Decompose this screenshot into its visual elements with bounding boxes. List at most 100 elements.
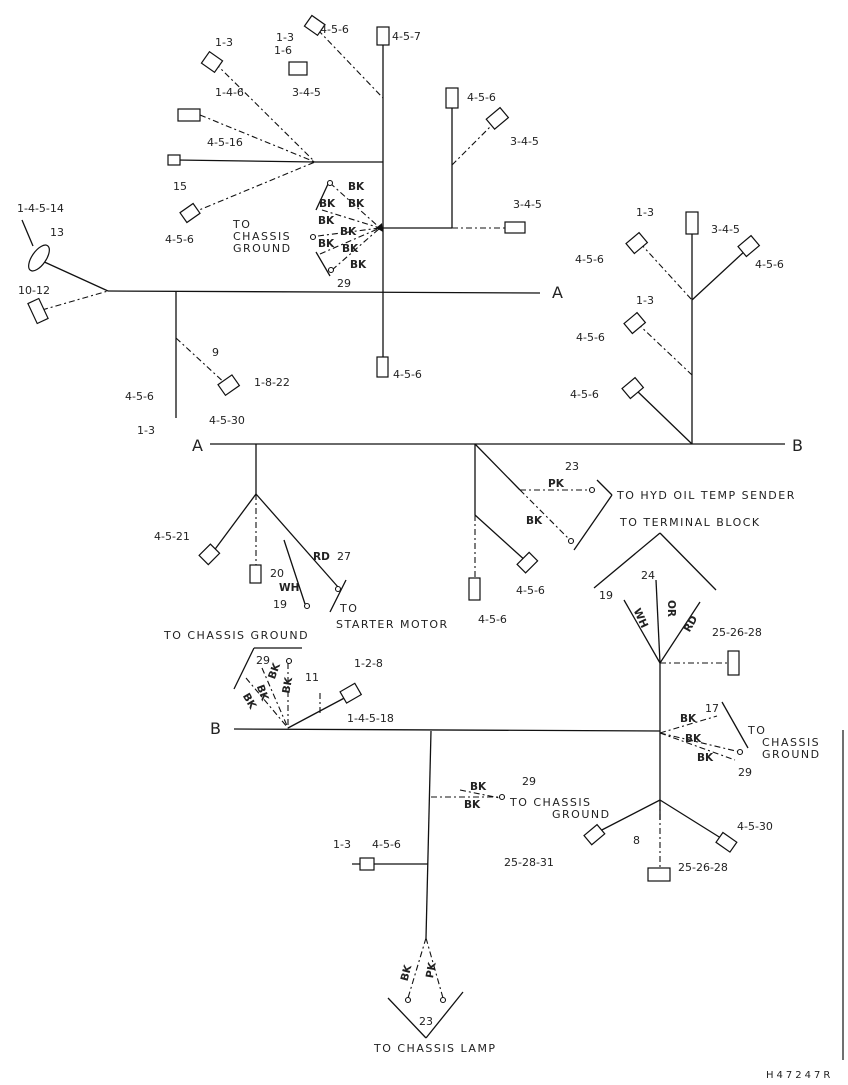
branch-to-1-3-b [317,29,384,99]
branch-to-1-3-d [639,242,693,301]
wire-bk-hyd: BK [526,515,543,527]
terminal-hyd-bk-icon [567,537,575,545]
wire-bk-5: BK [340,226,357,238]
wire-bk-lower-3: BK [266,661,283,681]
wire-pk-lamp: PK [424,961,439,980]
wire-bk-mid-1: BK [470,781,487,793]
label-4-5-30-b: 4-5-30 [737,820,773,833]
terminal-29-b-icon [285,657,293,665]
label-4-5-6-d: 4-5-6 [393,368,422,381]
wire-bk-mid-2: BK [464,799,481,811]
label-10-12: 10-12 [18,284,50,297]
label-29-d: 29 [738,766,752,779]
label-4-5-6-g: 4-5-6 [755,258,784,271]
branch-to-4-5-16 [199,114,316,163]
connector-1-3-top-icon [200,50,224,74]
branch-to-1-3-top [214,62,316,163]
label-1-3-top: 1-3 [215,36,233,49]
svg-text:TO: TO [339,602,358,615]
branch-to-4-5-6-g [691,249,747,301]
label-11: 11 [305,671,319,684]
connector-1-2-8-icon [339,682,363,704]
connector-4-5-16-icon [177,108,201,122]
marker-a-upper: A [552,283,563,302]
wire-rd-2: RD [682,613,701,634]
label-1-3-e: 1-3 [636,294,654,307]
connector-4-5-7-icon [376,26,390,46]
label-1-4-5-18: 1-4-5-18 [347,712,394,725]
label-4-5-6-c: 4-5-6 [467,91,496,104]
starter-cluster: 4-5-21 20 27 19 RD WH TO STARTER MOTOR T… [154,444,447,642]
wire-or-1: OR [665,600,677,617]
terminal-29-d-icon [736,748,744,756]
connector-4-5-30-b-icon [715,831,738,853]
trunk-a-upper [107,290,541,294]
connector-1-3-d-icon [625,231,649,255]
branch-to-4-5-21 [209,493,257,557]
branch-to-27 [255,493,339,588]
svg-text:GROUND: GROUND [552,808,611,821]
terminal-lamp-2-icon [439,996,447,1004]
terminal-19-a-icon [303,602,311,610]
terminal-block-cluster: TO TERMINAL BLOCK 24 19 WH OR RD 25-26-2… [593,516,762,820]
connector-10-12-icon [27,297,49,325]
terminal-27-icon [334,585,342,593]
lower-right-cluster: 17 BK BK BK 29 TO CHASSIS GROUND [659,701,820,779]
dest-chassis-lamp: TO CHASSIS LAMP [373,1042,497,1055]
connector-1-3-f-icon [359,857,375,871]
branch-to-3-4-5-b [451,119,498,166]
label-4-5-21: 4-5-21 [154,530,190,543]
marker-b-left: B [210,719,221,738]
terminal-block-left [593,532,661,589]
wire-bk-7: BK [342,243,359,255]
lower-ground-wire-2 [261,667,289,729]
label-1-3-b: 1-3 [276,31,294,44]
connector-4-5-6-left-icon [179,202,201,224]
label-1-2-8: 1-2-8 [354,657,383,670]
label-15: 15 [173,180,187,193]
label-4-5-6-l: 4-5-6 [372,838,401,851]
branch-rd [659,601,701,664]
terminal-block-right [659,532,717,591]
svg-text:CHASSIS: CHASSIS [762,736,820,749]
label-23-a: 23 [565,460,579,473]
label-20: 20 [270,567,284,580]
connector-1-3-b-icon [303,14,326,37]
dest-chassis-ground-mid: TO CHASSIS GROUND [509,796,611,821]
wire-wh-2: WH [631,607,650,631]
label-4-5-6-left: 4-5-6 [165,233,194,246]
terminal-29-c-icon [498,793,506,801]
connector-3-4-5-b-icon [485,106,510,130]
terminal-23-a-icon [588,486,596,494]
top-left-cluster: 1-4-5-14 13 10-12 1-3 1-4-6 4-5-16 15 4-… [17,36,383,325]
connector-4-5-6-k-icon [516,551,539,574]
branch-to-1-2-8 [287,694,351,729]
wire-bk-lower-4: BK [280,676,295,695]
label-25-26-28-b: 25-26-28 [678,861,728,874]
label-1-3-f: 1-3 [333,838,351,851]
branch-to-15 [175,159,316,163]
branch-to-25-28-31 [595,799,661,834]
label-25-26-28-a: 25-26-28 [712,626,762,639]
label-1-3-c: 1-3 [137,424,155,437]
lamp-bracket-left [387,997,427,1039]
connector-25-26-28-a-icon [727,650,740,676]
right-ground-bracket [721,701,749,749]
lamp-wire-bk [407,937,427,999]
label-29-c: 29 [522,775,536,788]
label-4-5-16: 4-5-16 [207,136,243,149]
label-4-5-30-a: 4-5-30 [209,414,245,427]
connector-4-5-6-c-icon [445,87,459,109]
wire-bk-4: BK [318,215,335,227]
label-4-5-7: 4-5-7 [392,30,421,43]
wire-bk-lower-2: BK [254,683,271,703]
wire-bk-2: BK [319,198,336,210]
connector-13-icon [21,219,50,272]
connector-4-5-6-d-icon [376,356,389,378]
label-3-4-5-d: 3-4-5 [711,223,740,236]
lamp-wire-pk [425,937,444,999]
label-29-b: 29 [256,654,270,667]
wire-bk-lower-1: BK [240,691,259,712]
